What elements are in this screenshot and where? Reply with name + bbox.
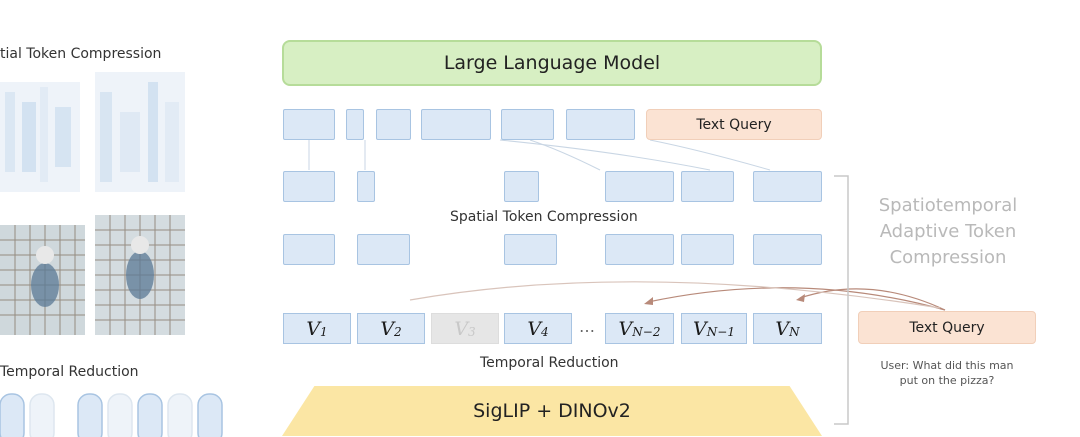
stc-line-3: Compression [889, 247, 1007, 268]
temporal-reduction-label: Temporal Reduction [480, 355, 619, 371]
llm-input-token [376, 109, 411, 140]
ellipsis: … [579, 317, 595, 336]
llm-input-token [283, 109, 335, 140]
llm-input-token [501, 109, 554, 140]
spatial-token [283, 171, 335, 202]
frame-token [283, 234, 335, 265]
vision-encoder-block: SigLIP + DINOv2 [282, 386, 822, 436]
frame-token [605, 234, 674, 265]
user-question-line-2: put on the pizza? [899, 374, 995, 387]
spatial-token [681, 171, 734, 202]
spatial-token [357, 171, 375, 202]
text-query-token-top: Text Query [646, 109, 822, 140]
frame-token [681, 234, 734, 265]
spatial-token [605, 171, 674, 202]
stc-line-1: Spatiotemporal [878, 195, 1018, 216]
llm-input-token [566, 109, 635, 140]
user-question-line-1: User: What did this man [880, 359, 1014, 372]
frame-token [504, 234, 557, 265]
spatial-token [504, 171, 539, 202]
spatial-token-compression-label: Spatial Token Compression [450, 209, 638, 225]
stc-module-label: Spatiotemporal Adaptive Token Compressio… [848, 193, 1048, 271]
frame-token [753, 234, 822, 265]
llm-input-token [421, 109, 491, 140]
temporal-frames-illustration [0, 393, 223, 437]
spatial-compression-illustration [0, 72, 185, 192]
frame-token [357, 234, 410, 265]
llm-input-token [346, 109, 364, 140]
spatial-compression-title: tial Token Compression [0, 46, 162, 62]
text-query-input: Text Query [858, 311, 1036, 344]
user-question: User: What did this man put on the pizza… [862, 358, 1032, 388]
large-language-model-block: Large Language Model [282, 40, 822, 86]
stc-line-2: Adaptive Token [879, 221, 1017, 242]
spatial-token [753, 171, 822, 202]
frame-patch-grid-illustration [0, 215, 185, 335]
temporal-reduction-title-left: Temporal Reduction [0, 364, 139, 380]
